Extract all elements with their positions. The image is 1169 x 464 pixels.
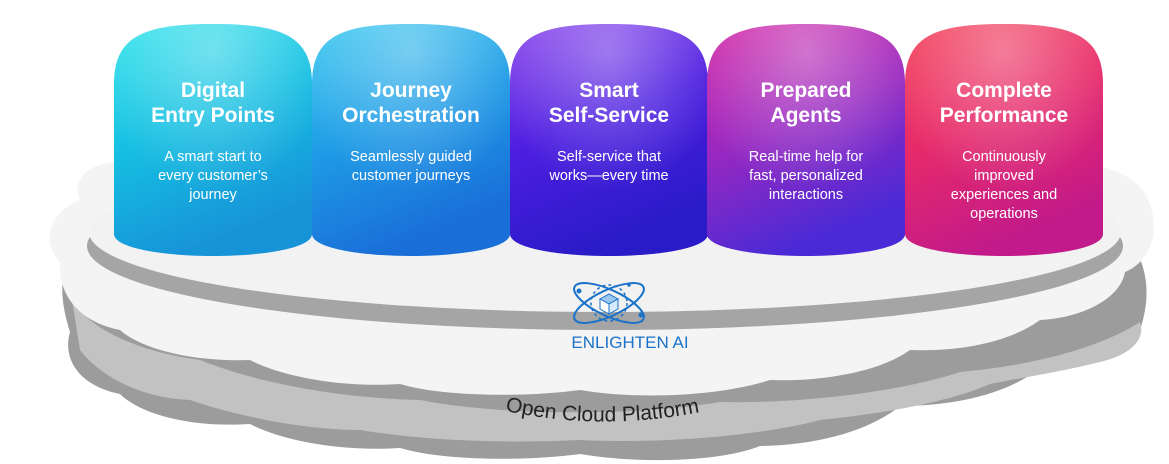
pillar-shape: [312, 24, 510, 256]
pillar-title-line: Complete: [956, 79, 1052, 102]
pillar-title-line: Performance: [939, 104, 1069, 127]
pillar-title-line: Digital: [180, 79, 246, 102]
pillar-description-line: interactions: [768, 187, 844, 203]
cloud-platform-side-shade: [72, 300, 1142, 442]
pillar-description-line: experiences and: [950, 187, 1058, 203]
pillar-description: Self-service that works—every time: [520, 148, 698, 186]
pillar-description-line: operations: [970, 206, 1038, 222]
pillar-description-line: journey: [189, 187, 237, 203]
pillar-title-line: Self-Service: [548, 104, 670, 127]
pillar-title-line: Entry Points: [151, 104, 275, 127]
pillar-description-line: every customer’s: [158, 168, 268, 184]
pillar-highlight: [510, 24, 708, 256]
pillar-shape: [114, 24, 312, 256]
pillar-highlight: [114, 24, 312, 256]
pillar-description-line: Continuously: [962, 149, 1046, 165]
cube-orbit-icon: [573, 282, 645, 324]
pillar-description: Real-time help for fast, personalized inte…: [717, 148, 895, 205]
pillar-highlight: [905, 24, 1103, 256]
pillar-description: Seamlessly guided customer journeys: [322, 148, 500, 186]
pillar-description-line: works—every time: [549, 168, 669, 184]
pillar-shape: [510, 24, 708, 256]
pillar-description-line: improved: [974, 168, 1034, 184]
pillar-highlight: [707, 24, 905, 256]
pillar-title-line: Orchestration: [342, 104, 480, 127]
pillar-title-line: Prepared: [760, 79, 852, 102]
pillar-description-line: fast, personalized: [749, 168, 863, 184]
pillar-shape: [707, 24, 905, 256]
pillar-highlight: [312, 24, 510, 256]
pillar-description-line: Real-time help for: [748, 149, 864, 165]
pillar-title-line: Agents: [770, 104, 842, 127]
pillar-title-line: Journey: [370, 79, 452, 102]
pillar-title-line: Smart: [579, 79, 639, 102]
pillar-description-line: Seamlessly guided: [350, 149, 472, 165]
pillar-description-line: Self-service that: [557, 149, 661, 165]
pillar-description-line: customer journeys: [351, 168, 471, 184]
brand-name: ENLIGHTEN AI: [571, 333, 689, 352]
pillar-description: Continuously improved experiences and opera…: [915, 148, 1093, 224]
pillar-description-line: A smart start to: [164, 149, 262, 165]
pillar-description: A smart start to every customer’s journey: [124, 148, 302, 205]
pillar-shape: [905, 24, 1103, 256]
